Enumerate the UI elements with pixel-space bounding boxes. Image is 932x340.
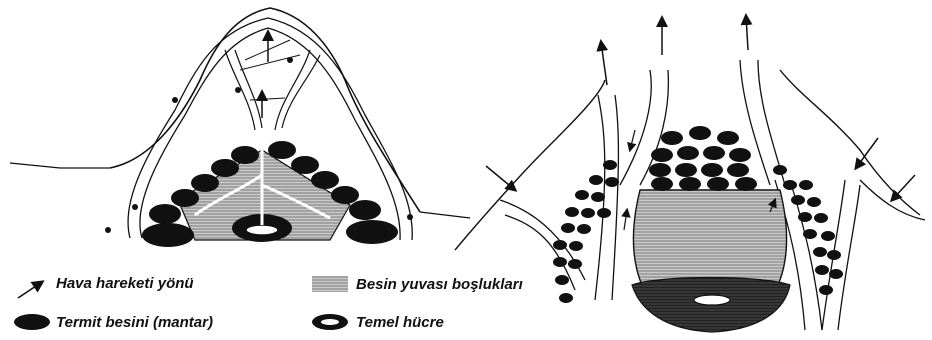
legend-termite-food: Termit besini (mantar) (56, 314, 213, 331)
hatch-swatch-icon (312, 276, 348, 292)
ring-cell-icon (312, 314, 348, 330)
legend-food-nest-cavities: Besin yuvası boşlukları (356, 276, 523, 293)
arrow-icon (18, 282, 42, 298)
right-mound (455, 16, 925, 332)
left-mound (10, 8, 470, 247)
legend-base-cell: Temel hücre (356, 314, 444, 331)
legend-air-direction: Hava hareketi yönü (56, 275, 194, 292)
fungus-blob-icon (14, 314, 50, 330)
